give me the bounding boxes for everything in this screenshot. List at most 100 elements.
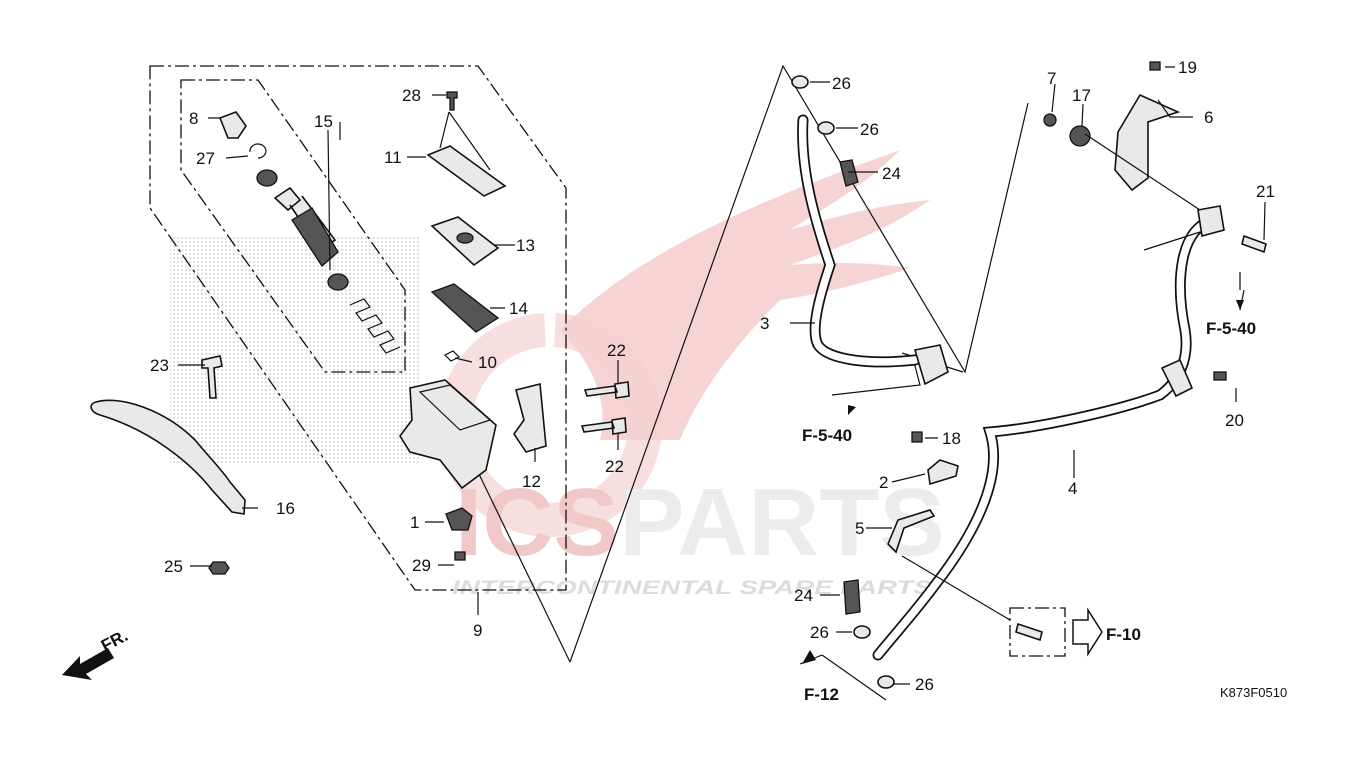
callout-3: 3 [760,314,769,333]
ref-f-10[interactable]: F-10 [1106,625,1141,644]
callout-25: 25 [164,557,183,576]
piston-kit-frame [180,79,406,373]
callout-21: 21 [1256,182,1275,201]
callout-8: 8 [189,109,198,128]
callout-17: 17 [1072,86,1091,105]
f10-detail-box [1009,607,1066,657]
ref-f-5-40-right[interactable]: F-5-40 [1206,319,1256,338]
part-15-boot [291,207,339,267]
f540-left-arrow-icon [848,405,856,415]
callout-26-c: 26 [810,623,829,642]
watermark-wing-icon [560,150,930,440]
part-17-grommet [1069,125,1091,147]
part-15-cup [327,273,349,291]
callout-14: 14 [509,299,528,318]
parts [90,91,630,575]
callout-24-upper: 24 [882,164,901,183]
part-26-washer-d [877,675,895,689]
leaders [178,66,1266,685]
part-16-lever [90,399,246,515]
part-26-washer-c [853,625,871,639]
front-arrow-icon [62,648,114,680]
callout-12: 12 [522,472,541,491]
part-11-cover [426,145,507,197]
watermark: ICSPARTS INTERCONTINENTAL SPARE PARTS [170,150,945,599]
part-20-bolt [1213,371,1227,381]
f10-bolt [1015,622,1043,642]
callout-24-lower: 24 [794,586,813,605]
part-5-stay [887,509,936,554]
watermark-brand-rest: PARTS [619,469,945,576]
callout-19: 19 [1178,58,1197,77]
part-2-clamp [927,459,959,486]
callout-6: 6 [1204,108,1213,127]
watermark-tagline: INTERCONTINENTAL SPARE PARTS [452,578,932,599]
part-4-hose-inner [874,216,1216,659]
ref-f-5-40-left[interactable]: F-5-40 [802,426,852,445]
part-21-bolt [1241,234,1267,254]
part-18-bolt [911,431,923,443]
part-28-screw [446,91,458,111]
watermark-brand: ICSPARTS [455,469,945,576]
callout-26-a: 26 [832,74,851,93]
leader-lines [178,66,1266,701]
callout-2: 2 [879,473,888,492]
f540-right-arrow-icon [1236,300,1244,310]
part-10-clip [443,350,461,362]
callout-27: 27 [196,149,215,168]
part-29-screw [454,551,466,561]
callout-20: 20 [1225,411,1244,430]
part-22-bolt-lower [580,417,627,435]
watermark-brand-prefix: ICS [455,469,619,576]
callout-26-d: 26 [915,675,934,694]
part-12-holder [513,382,547,453]
part-3-joint [913,344,949,386]
part-13-hole [456,232,474,244]
callout-7: 7 [1047,69,1056,88]
part-19-bolt [1149,61,1161,71]
ref-f-12[interactable]: F-12 [804,685,839,704]
callout-16: 16 [276,499,295,518]
callout-29: 29 [412,556,431,575]
callout-26-b: 26 [860,120,879,139]
callout-11: 11 [384,148,402,167]
references: F-5-40 F-5-40 F-10 F-12 [802,319,1256,704]
master-cylinder-frame [149,65,567,591]
part-25-nut [208,561,230,575]
callouts: 8 27 15 28 11 13 14 10 12 22 22 23 16 25… [150,58,1275,694]
watermark-halftone [170,235,420,465]
callout-22-upper: 22 [607,341,626,360]
part-23-pivot-bolt [201,355,223,399]
callout-1: 1 [410,513,419,532]
part-26-washer-b [817,121,835,135]
part-4-joint-mid [1160,358,1194,398]
part-1-switch [445,507,473,531]
part-3-hose-inner [798,116,919,366]
watermark-gear-icon [438,313,662,537]
part-24-bolt-lower [843,579,861,615]
hoses [791,61,1267,689]
part-4-joint-upper [1197,205,1225,238]
callout-28: 28 [402,86,421,105]
part-27-circlip [249,143,267,159]
callout-9: 9 [473,621,482,640]
part-14-diaphragm [430,283,500,333]
callout-10: 10 [478,353,497,372]
f12-arrow-icon [802,650,816,664]
part-7-collar [1043,113,1057,127]
part-26-washer-a [791,75,809,89]
lower-hose-frame [477,471,571,663]
part-15-seal [256,169,278,187]
part-6-bracket [1114,93,1181,192]
callout-13: 13 [516,236,535,255]
part-15-spring [349,298,401,354]
part-8-cap [218,111,247,139]
diagram-code: K873F0510 [1220,685,1287,700]
callout-5: 5 [855,519,864,538]
callout-18: 18 [942,429,961,448]
part-24-bolt-upper [839,159,859,187]
part-22-bolt-upper [583,381,630,399]
callout-15: 15 [314,112,333,131]
front-indicator: FR. [62,626,131,680]
